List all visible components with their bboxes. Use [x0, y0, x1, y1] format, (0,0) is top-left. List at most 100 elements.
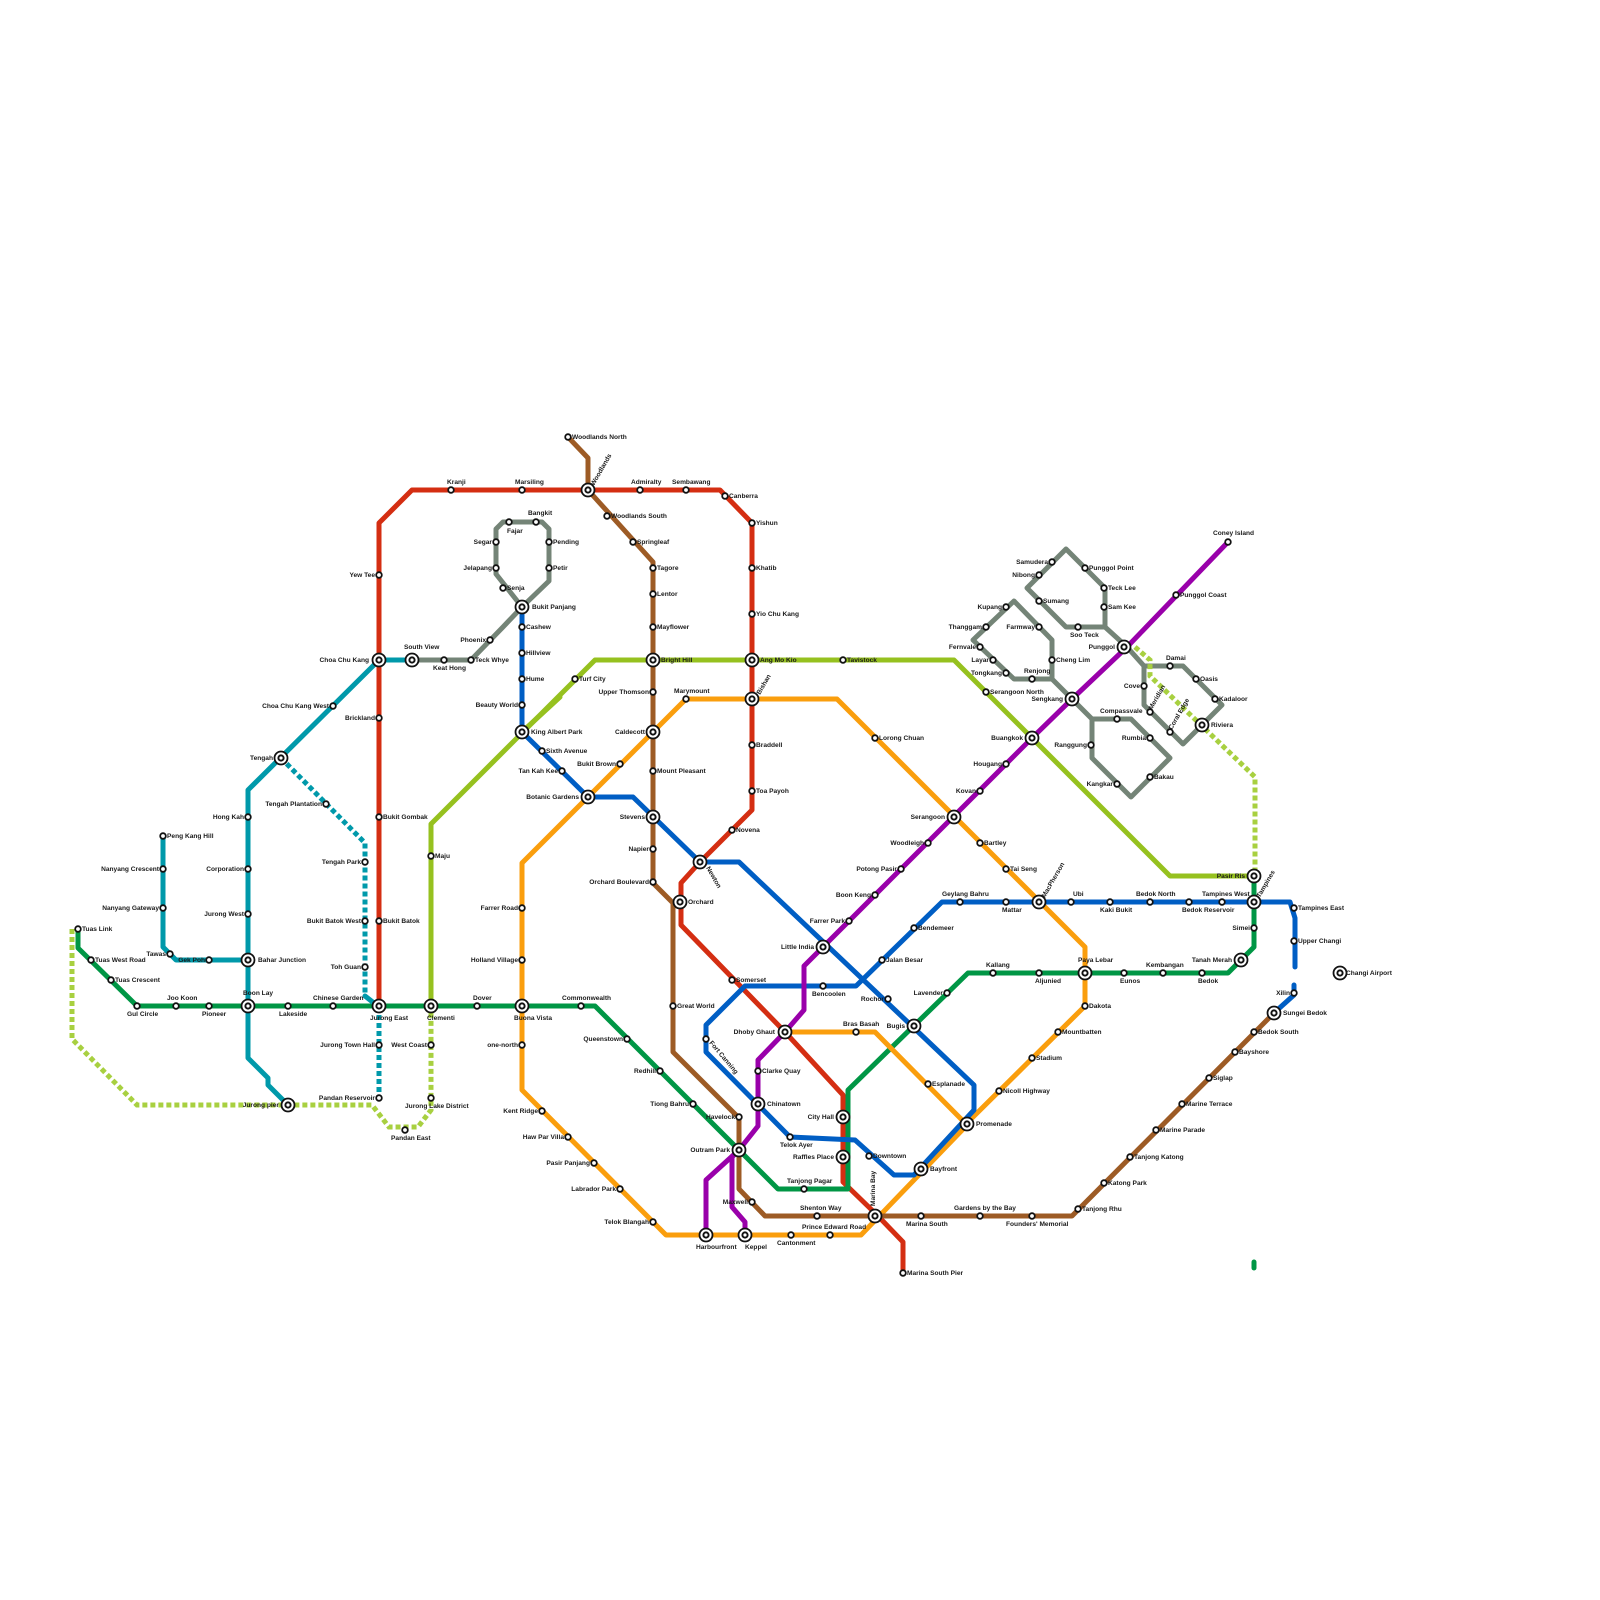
station-bukit-gombak-icon[interactable] [375, 813, 383, 821]
station-springleaf-icon[interactable] [629, 538, 637, 546]
station-marsiling-icon[interactable] [518, 486, 526, 494]
station-bencoolen-icon[interactable] [819, 982, 827, 990]
station-holland-village-icon[interactable] [518, 956, 526, 964]
station-katong-park-icon[interactable] [1100, 1179, 1108, 1187]
station-prince-edward-road-icon[interactable] [826, 1231, 834, 1239]
station-fort-canning-icon[interactable] [702, 1035, 710, 1043]
station-mayflower-icon[interactable] [649, 623, 657, 631]
station-hillview-icon[interactable] [518, 649, 526, 657]
station-yio-chu-kang-icon[interactable] [748, 610, 756, 618]
station-fernvale-icon[interactable] [976, 643, 984, 651]
station-geylang-bahru-icon[interactable] [956, 898, 964, 906]
station-samudera-icon[interactable] [1048, 558, 1056, 566]
station-mountbatten-icon[interactable] [1054, 1028, 1062, 1036]
station-potong-pasir-icon[interactable] [897, 865, 905, 873]
station-kangkar-icon[interactable] [1113, 780, 1121, 788]
station-tiong-bahru-icon[interactable] [689, 1100, 697, 1108]
station-upper-thomson-icon[interactable] [649, 688, 657, 696]
station-orchard-boulevard-icon[interactable] [649, 878, 657, 886]
station-tampines-west-icon[interactable] [1218, 898, 1226, 906]
station-punggol-point-icon[interactable] [1081, 564, 1089, 572]
station-bangkit-icon[interactable] [532, 518, 540, 526]
station-chinese-garden-icon[interactable] [329, 1002, 337, 1010]
station-kembangan-icon[interactable] [1159, 969, 1167, 977]
station-brickland-icon[interactable] [375, 714, 383, 722]
station-hougang-icon[interactable] [1002, 760, 1010, 768]
station-corporation-icon[interactable] [244, 865, 252, 873]
station-serangoon-north-icon[interactable] [982, 688, 990, 696]
station-tampines-east-icon[interactable] [1290, 904, 1298, 912]
station-dover-icon[interactable] [473, 1002, 481, 1010]
station-pandan-reservoir-icon[interactable] [375, 1094, 383, 1102]
station-tagore-icon[interactable] [649, 564, 657, 572]
station-bukit-brown-icon[interactable] [616, 760, 624, 768]
station-telok-ayer-icon[interactable] [786, 1133, 794, 1141]
station-marymount-icon[interactable] [682, 695, 690, 703]
station-kupang-icon[interactable] [1002, 603, 1010, 611]
station-turf-city-icon[interactable] [571, 675, 579, 683]
station-great-world-icon[interactable] [669, 1002, 677, 1010]
station-coral-edge-icon[interactable] [1166, 728, 1174, 736]
station-marine-terrace-icon[interactable] [1178, 1100, 1186, 1108]
station-braddell-icon[interactable] [748, 741, 756, 749]
station-simei-icon[interactable] [1250, 924, 1258, 932]
station-pioneer-icon[interactable] [205, 1002, 213, 1010]
station-lakeside-icon[interactable] [284, 1002, 292, 1010]
station-woodleigh-icon[interactable] [924, 839, 932, 847]
station-eunos-icon[interactable] [1120, 969, 1128, 977]
station-gek-poh-icon[interactable] [205, 956, 213, 964]
station-kent-ridge-icon[interactable] [538, 1107, 546, 1115]
station-teck-whye-icon[interactable] [467, 656, 475, 664]
station-senja-icon[interactable] [499, 584, 507, 592]
station-peng-kang-hill-icon[interactable] [159, 832, 167, 840]
station-west-coast-icon[interactable] [427, 1041, 435, 1049]
station-gardens-by-the-bay-icon[interactable] [976, 1212, 984, 1220]
station-siglap-icon[interactable] [1205, 1074, 1213, 1082]
station-somerset-icon[interactable] [728, 976, 736, 984]
station-tan-kah-kee-icon[interactable] [558, 767, 566, 775]
station-xilin-icon[interactable] [1290, 989, 1298, 997]
station-nanyang-gateway-icon[interactable] [159, 904, 167, 912]
station-teck-lee-icon[interactable] [1100, 584, 1108, 592]
station-thanggam-icon[interactable] [982, 623, 990, 631]
station-yew-tee-icon[interactable] [375, 571, 383, 579]
station-napier-icon[interactable] [649, 845, 657, 853]
station-phoenix-icon[interactable] [486, 636, 494, 644]
station-lavender-icon[interactable] [943, 989, 951, 997]
station-cantonment-icon[interactable] [787, 1231, 795, 1239]
station-ranggung-icon[interactable] [1087, 741, 1095, 749]
station-pandan-east-icon[interactable] [401, 1126, 409, 1134]
station-jurong-lake-district-icon[interactable] [427, 1094, 435, 1102]
station-jalan-besar-icon[interactable] [878, 956, 886, 964]
station-aljunied-icon[interactable] [1035, 969, 1043, 977]
station-esplanade-icon[interactable] [924, 1080, 932, 1088]
station-jurong-town-hall-icon[interactable] [375, 1041, 383, 1049]
station-tavistock-icon[interactable] [839, 656, 847, 664]
station-soo-teck-icon[interactable] [1074, 623, 1082, 631]
station-joo-koon-icon[interactable] [172, 1002, 180, 1010]
station-bras-basah-icon[interactable] [852, 1028, 860, 1036]
station-cashew-icon[interactable] [518, 623, 526, 631]
station-tawas-icon[interactable] [166, 950, 174, 958]
station-toh-guan-icon[interactable] [361, 963, 369, 971]
station-tuas-west-road-icon[interactable] [87, 956, 95, 964]
station-tanjong-rhu-icon[interactable] [1074, 1205, 1082, 1213]
station-maxwell-icon[interactable] [748, 1198, 756, 1206]
station-choa-chu-kang-west-icon[interactable] [329, 702, 337, 710]
station-havelock-icon[interactable] [735, 1113, 743, 1121]
station-bendemeer-icon[interactable] [910, 924, 918, 932]
station-haw-par-villa-icon[interactable] [564, 1133, 572, 1141]
station-admiralty-icon[interactable] [636, 486, 644, 494]
station-punggol-coast-icon[interactable] [1172, 591, 1180, 599]
station-fajar-icon[interactable] [505, 518, 513, 526]
station-jurong-west-icon[interactable] [244, 910, 252, 918]
station-yishun-icon[interactable] [748, 519, 756, 527]
station-bedok-north-icon[interactable] [1146, 898, 1154, 906]
station-farrer-road-icon[interactable] [518, 904, 526, 912]
station-labrador-park-icon[interactable] [616, 1185, 624, 1193]
station-nanyang-crescent-icon[interactable] [159, 865, 167, 873]
station-rumbia-icon[interactable] [1146, 734, 1154, 742]
station-tuas-link-icon[interactable] [74, 925, 82, 933]
station-maju-icon[interactable] [427, 852, 435, 860]
station-marina-south-icon[interactable] [917, 1212, 925, 1220]
